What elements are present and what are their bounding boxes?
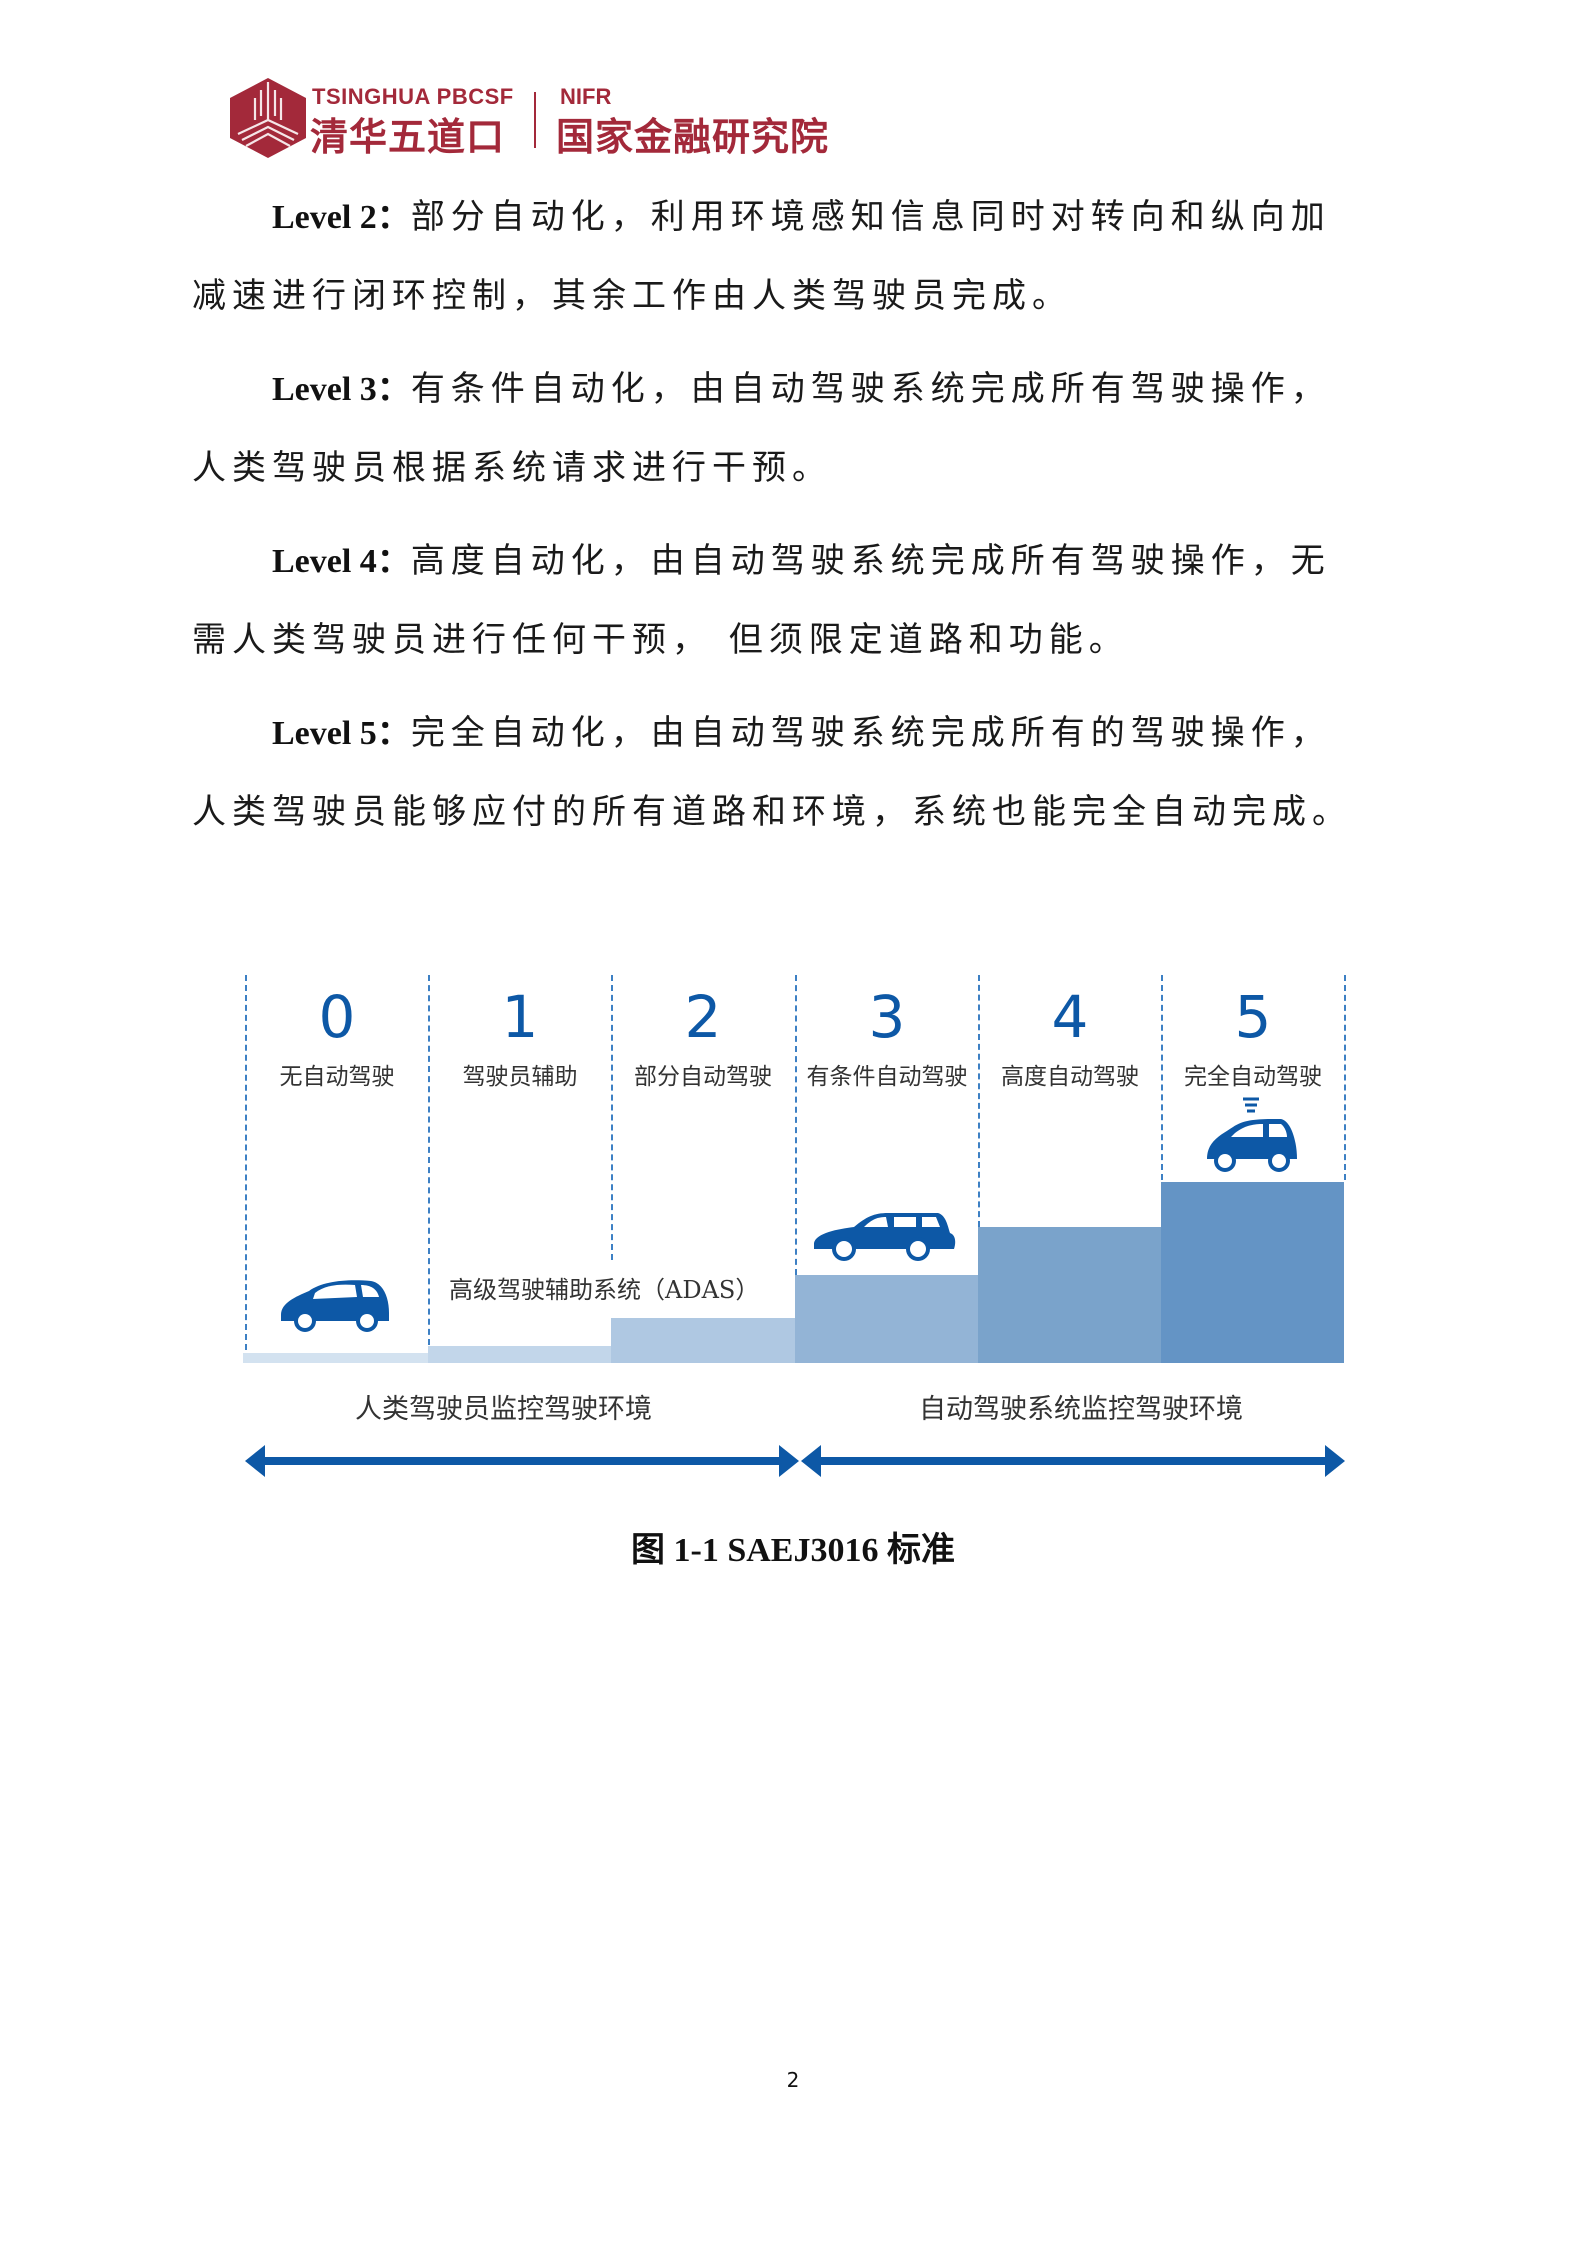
column-divider (245, 975, 247, 1350)
column-divider (1344, 975, 1346, 1180)
logo-divider (534, 92, 536, 148)
level-2-name: 部分自动驾驶 (634, 1064, 772, 1090)
paragraph-level-4: Level 4：高度自动化，由自动驾驶系统完成所有驾驶操作，无 需人类驾驶员进行… (192, 541, 1331, 660)
level-3-name: 有条件自动驾驶 (806, 1064, 968, 1090)
human-monitor-label: 人类驾驶员监控驾驶环境 (355, 1394, 652, 1425)
level-label: Level 2： (272, 199, 411, 236)
arrow-left-icon (245, 1445, 265, 1477)
sae-levels-figure: 0 1 2 3 4 5 无自动驾驶 驾驶员辅助 部分自动驾驶 有条件自动驾驶 高… (243, 975, 1347, 1495)
level-4-name: 高度自动驾驶 (1001, 1064, 1139, 1090)
level-1-name: 驾驶员辅助 (462, 1064, 578, 1090)
page-number: 2 (786, 2068, 800, 2092)
arrow-right-icon (1325, 1445, 1345, 1477)
level-0-name: 无自动驾驶 (279, 1064, 395, 1090)
level-0-step (243, 1353, 428, 1363)
paragraph-level-2: Level 2：部分自动化，利用环境感知信息同时对转向和纵向加 减速进行闭环控制… (192, 197, 1331, 316)
logo-right-cn: 国家金融研究院 (556, 115, 830, 159)
level-0-number: 0 (318, 983, 356, 1051)
level-5-step (1161, 1182, 1344, 1363)
paragraph-level-5: Level 5：完全自动化，由自动驾驶系统完成所有的驾驶操作， 人类驾驶员能够应… (192, 713, 1352, 832)
logo-left-cn: 清华五道口 (310, 115, 506, 159)
paragraph-level-3: Level 3：有条件自动化，由自动驾驶系统完成所有驾驶操作， 人类驾驶员根据系… (192, 369, 1331, 488)
column-divider (428, 975, 430, 1345)
level-5-number: 5 (1234, 983, 1272, 1051)
tsinghua-logo-icon (230, 78, 306, 158)
arrow-right-icon (779, 1445, 799, 1477)
level-label: Level 4： (272, 543, 411, 580)
column-divider (1161, 975, 1163, 1180)
column-divider (611, 975, 613, 1260)
arrow-left-icon (801, 1445, 821, 1477)
level-1-step (428, 1346, 611, 1363)
column-divider (978, 975, 980, 1227)
level-2-step (611, 1318, 795, 1363)
system-monitor-label: 自动驾驶系统监控驾驶环境 (919, 1394, 1243, 1425)
logo-right-en: NIFR (560, 84, 612, 109)
level-4-number: 4 (1051, 983, 1089, 1051)
autonomous-car-icon (1207, 1097, 1297, 1172)
column-divider (795, 975, 797, 1275)
figure-caption: 图 1-1 SAEJ3016 标准 (631, 1532, 955, 1569)
logo-left-en: TSINGHUA PBCSF (312, 84, 514, 109)
level-3-step (795, 1275, 978, 1363)
level-label: Level 3： (272, 371, 411, 408)
level-5-name: 完全自动驾驶 (1184, 1064, 1322, 1090)
level-4-step (978, 1227, 1161, 1363)
level-label: Level 5： (272, 715, 411, 752)
level-1-number: 1 (501, 983, 539, 1051)
level-3-number: 3 (868, 983, 906, 1051)
car-hatchback-icon (281, 1280, 389, 1332)
monitoring-arrows (245, 1445, 1345, 1477)
level-2-number: 2 (684, 983, 722, 1051)
adas-label: 高级驾驶辅助系统（ADAS） (449, 1276, 760, 1304)
car-wagon-icon (814, 1213, 956, 1261)
